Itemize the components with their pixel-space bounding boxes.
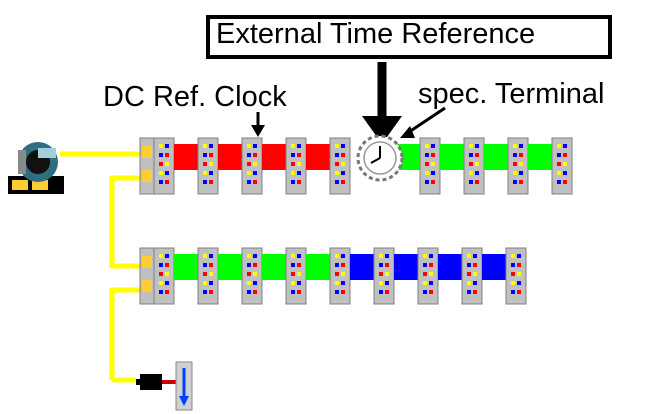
- network-master-icon[interactable]: [8, 142, 64, 194]
- terminal[interactable]: [197, 247, 219, 305]
- external-reference-arrow: [362, 62, 402, 144]
- clock-icon: [356, 134, 404, 182]
- bus-coupler[interactable]: [139, 247, 155, 305]
- red-slot: [174, 144, 198, 170]
- terminal[interactable]: [197, 137, 219, 195]
- blue-slot: [438, 254, 462, 280]
- terminal[interactable]: [241, 247, 263, 305]
- bus-coupler[interactable]: [139, 137, 155, 195]
- down-arrow-icon[interactable]: [175, 361, 193, 411]
- spec-terminal-arrow: [400, 106, 446, 138]
- dc-ref-clock-arrow: [251, 112, 265, 137]
- dc-ref-clock-label: DC Ref. Clock: [103, 81, 287, 113]
- green-slot: [306, 254, 330, 280]
- terminal[interactable]: [329, 137, 351, 195]
- terminal[interactable]: [329, 247, 351, 305]
- terminal[interactable]: [505, 247, 527, 305]
- red-slot: [262, 144, 286, 170]
- red-slot: [306, 144, 330, 170]
- terminal[interactable]: [285, 247, 307, 305]
- red-slot: [218, 144, 242, 170]
- blue-slot: [394, 254, 418, 280]
- green-slot: [174, 254, 198, 280]
- terminal[interactable]: [153, 137, 175, 195]
- terminal[interactable]: [551, 137, 573, 195]
- external-time-reference-label: External Time Reference: [216, 18, 536, 50]
- row-1: [139, 137, 573, 195]
- terminal[interactable]: [461, 247, 483, 305]
- row-2: [139, 247, 527, 305]
- terminal[interactable]: [463, 137, 485, 195]
- green-slot: [262, 254, 286, 280]
- blue-slot: [350, 254, 374, 280]
- green-slot: [218, 254, 242, 280]
- terminal[interactable]: [285, 137, 307, 195]
- terminal[interactable]: [507, 137, 529, 195]
- terminal[interactable]: [417, 247, 439, 305]
- terminal[interactable]: [153, 247, 175, 305]
- terminal[interactable]: [241, 137, 263, 195]
- green-slot: [528, 144, 552, 170]
- terminal[interactable]: [419, 137, 441, 195]
- motor-drive-icon[interactable]: [136, 374, 176, 390]
- blue-slot: [482, 254, 506, 280]
- terminal[interactable]: [373, 247, 395, 305]
- green-slot: [484, 144, 508, 170]
- green-slot: [440, 144, 464, 170]
- cables: [60, 151, 140, 383]
- spec-terminal-label: spec. Terminal: [418, 78, 605, 110]
- external-time-reference-box: [206, 15, 612, 59]
